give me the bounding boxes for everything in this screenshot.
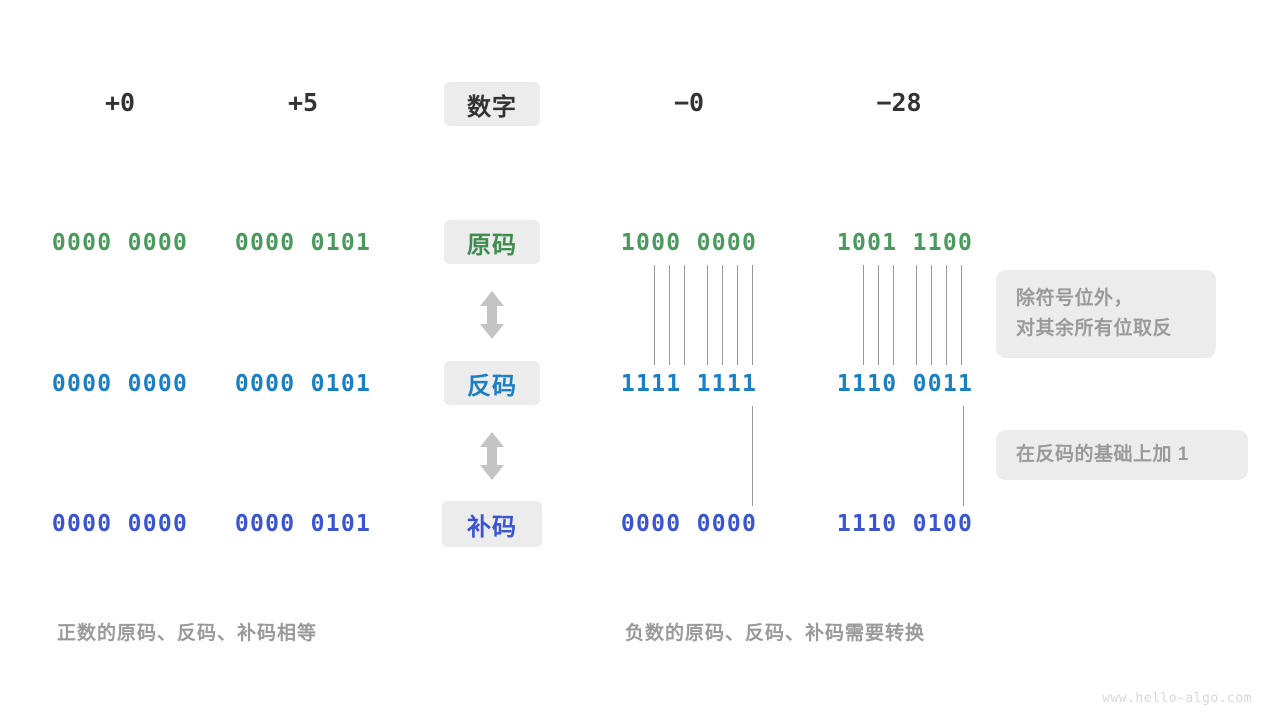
note-add-one: 在反码的基础上加 1 [996, 430, 1248, 480]
cell-ones-complement-negative-28: 1110 0011 [836, 371, 974, 397]
connector-line [963, 406, 964, 506]
cell-true-form-positive-zero: 0000 0000 [51, 230, 189, 256]
connector-line [946, 265, 947, 365]
connector-line [737, 265, 738, 365]
connector-line [752, 265, 753, 365]
row-label-chip-true-form: 原码 [444, 220, 540, 264]
caption-positive: 正数的原码、反码、补码相等 [57, 623, 318, 644]
row-label-chip-ones-complement: 反码 [444, 361, 540, 405]
connector-line [893, 265, 894, 365]
connector-line [878, 265, 879, 365]
note-invert-line-1: 除符号位外， [1016, 288, 1134, 309]
column-header-negative-28: −28 [876, 88, 922, 117]
cell-twos-complement-negative-zero: 0000 0000 [620, 511, 758, 537]
connector-line [916, 265, 917, 365]
row-label-chip-twos-complement: 补码 [442, 501, 542, 547]
connector-line [654, 265, 655, 365]
cell-twos-complement-positive-zero: 0000 0000 [51, 511, 189, 537]
note-add-one-line-1: 在反码的基础上加 1 [1016, 444, 1189, 465]
column-header-negative-zero: −0 [673, 88, 705, 117]
caption-negative: 负数的原码、反码、补码需要转换 [625, 623, 926, 644]
cell-ones-complement-positive-five: 0000 0101 [234, 371, 372, 397]
column-header-positive-zero: +0 [104, 88, 136, 117]
connector-line [961, 265, 962, 365]
note-invert-bits: 除符号位外， 对其余所有位取反 [996, 270, 1216, 358]
arrow-up-down-icon [477, 291, 507, 344]
cell-ones-complement-negative-zero: 1111 1111 [620, 371, 758, 397]
connector-line [669, 265, 670, 365]
connector-line [707, 265, 708, 365]
cell-ones-complement-positive-zero: 0000 0000 [51, 371, 189, 397]
cell-true-form-positive-five: 0000 0101 [234, 230, 372, 256]
row-label-chip-number: 数字 [444, 82, 540, 126]
connector-line [684, 265, 685, 365]
connector-line [931, 265, 932, 365]
cell-true-form-negative-zero: 1000 0000 [620, 230, 758, 256]
cell-twos-complement-negative-28: 1110 0100 [836, 511, 974, 537]
connector-line [722, 265, 723, 365]
connector-line [863, 265, 864, 365]
arrow-up-down-icon-2 [477, 432, 507, 485]
column-header-positive-five: +5 [287, 88, 319, 117]
cell-true-form-negative-28: 1001 1100 [836, 230, 974, 256]
watermark: www.hello-algo.com [1102, 691, 1252, 706]
connector-line [752, 406, 753, 506]
note-invert-line-2: 对其余所有位取反 [1016, 318, 1173, 339]
cell-twos-complement-positive-five: 0000 0101 [234, 511, 372, 537]
